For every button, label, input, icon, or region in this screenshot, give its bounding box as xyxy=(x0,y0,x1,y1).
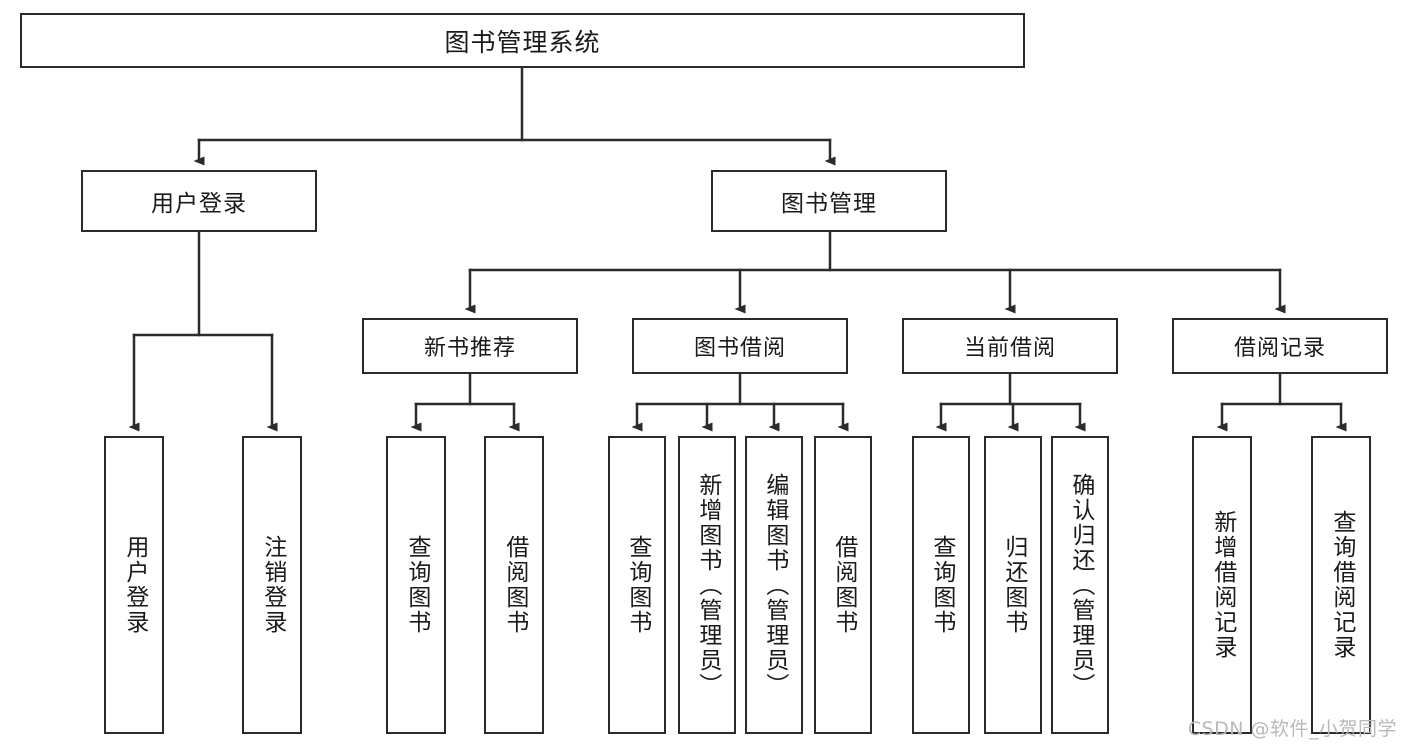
node-leaf-user-login-label: 用户登录 xyxy=(121,535,148,635)
node-book-manage[interactable]: 图书管理 xyxy=(711,170,947,232)
node-leaf-query-record[interactable]: 查询借阅记录 xyxy=(1311,436,1371,734)
node-leaf-query-book-3-label: 查询图书 xyxy=(928,535,955,635)
node-leaf-add-book-label: 新增图书（管理员） xyxy=(694,472,721,698)
node-book-manage-label: 图书管理 xyxy=(781,191,877,217)
node-leaf-add-record-label: 新增借阅记录 xyxy=(1209,510,1236,660)
node-leaf-user-logout[interactable]: 注销登录 xyxy=(242,436,302,734)
node-new-book-rec[interactable]: 新书推荐 xyxy=(362,318,578,374)
node-new-book-rec-label: 新书推荐 xyxy=(423,336,516,361)
node-leaf-query-book-2-label: 查询图书 xyxy=(624,535,651,635)
node-leaf-query-book-1[interactable]: 查询图书 xyxy=(386,436,446,734)
node-user-login[interactable]: 用户登录 xyxy=(81,170,317,232)
node-book-borrow[interactable]: 图书借阅 xyxy=(632,318,848,374)
node-leaf-query-book-1-label: 查询图书 xyxy=(403,535,430,635)
node-leaf-borrow-book-1-label: 借阅图书 xyxy=(501,535,528,635)
node-leaf-borrow-book-2-label: 借阅图书 xyxy=(830,535,857,635)
node-leaf-confirm-return[interactable]: 确认归还（管理员） xyxy=(1051,436,1109,734)
node-leaf-edit-book-label: 编辑图书（管理员） xyxy=(761,472,788,698)
node-leaf-query-book-2[interactable]: 查询图书 xyxy=(608,436,666,734)
node-leaf-confirm-return-label: 确认归还（管理员） xyxy=(1067,472,1094,698)
node-borrow-record[interactable]: 借阅记录 xyxy=(1172,318,1388,374)
node-leaf-return-book[interactable]: 归还图书 xyxy=(984,436,1042,734)
node-leaf-user-logout-label: 注销登录 xyxy=(259,535,286,635)
csdn-watermark: CSDN @软件_小贺同学 xyxy=(1187,718,1397,740)
node-current-borrow-label: 当前借阅 xyxy=(963,336,1056,361)
node-leaf-borrow-book-1[interactable]: 借阅图书 xyxy=(484,436,544,734)
node-root[interactable]: 图书管理系统 xyxy=(20,13,1025,68)
node-user-login-label: 用户登录 xyxy=(151,191,247,217)
node-book-borrow-label: 图书借阅 xyxy=(693,336,786,361)
node-root-label: 图书管理系统 xyxy=(444,27,601,57)
node-leaf-borrow-book-2[interactable]: 借阅图书 xyxy=(814,436,872,734)
node-leaf-return-book-label: 归还图书 xyxy=(1000,535,1027,635)
node-leaf-add-record[interactable]: 新增借阅记录 xyxy=(1192,436,1252,734)
node-leaf-user-login[interactable]: 用户登录 xyxy=(104,436,164,734)
node-leaf-add-book[interactable]: 新增图书（管理员） xyxy=(678,436,736,734)
node-leaf-query-book-3[interactable]: 查询图书 xyxy=(912,436,970,734)
node-leaf-edit-book[interactable]: 编辑图书（管理员） xyxy=(745,436,803,734)
node-current-borrow[interactable]: 当前借阅 xyxy=(902,318,1118,374)
node-borrow-record-label: 借阅记录 xyxy=(1233,336,1326,361)
node-leaf-query-record-label: 查询借阅记录 xyxy=(1328,510,1355,660)
